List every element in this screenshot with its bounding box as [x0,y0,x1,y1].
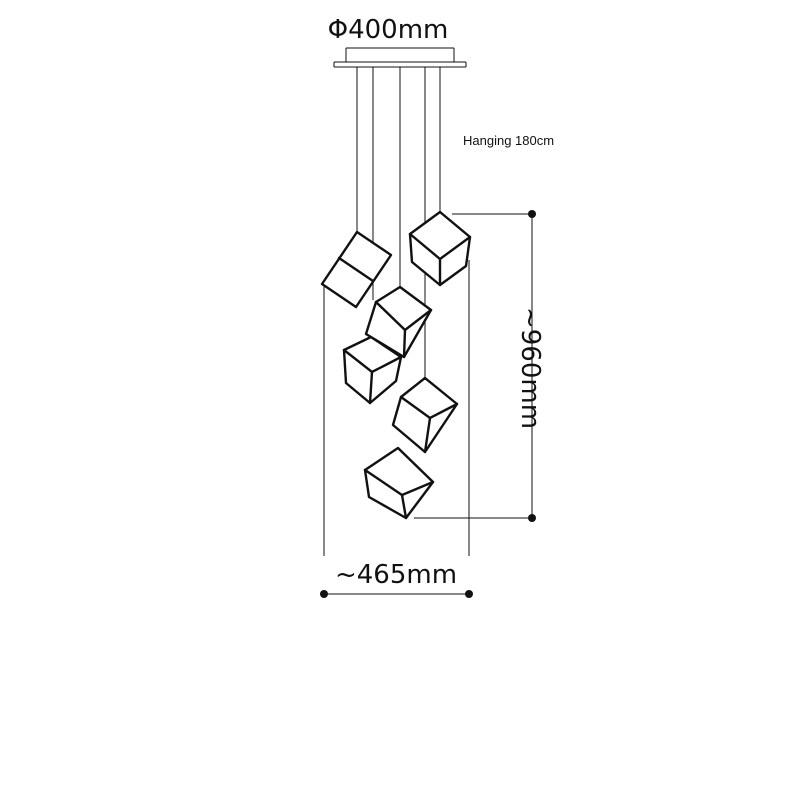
cube-3 [364,285,433,359]
width-right-dot [465,590,473,598]
height-dimension [414,210,536,522]
width-dimension [320,260,473,598]
canopy-diameter-label: Φ400mm [328,15,449,45]
total-width-label: ~465mm [335,560,457,590]
cube-2 [408,210,472,287]
width-left-dot [320,590,328,598]
canopy-diameter-bracket [345,47,455,62]
total-height-label: ~960mm [515,307,545,429]
cube-5 [391,376,459,454]
cube-6 [363,446,435,520]
hanging-length-label: Hanging 180cm [463,133,554,148]
height-bottom-dot [528,514,536,522]
canopy-plate [333,61,467,68]
cube-4 [342,335,403,405]
height-top-dot [528,210,536,218]
cube-1 [320,230,393,309]
